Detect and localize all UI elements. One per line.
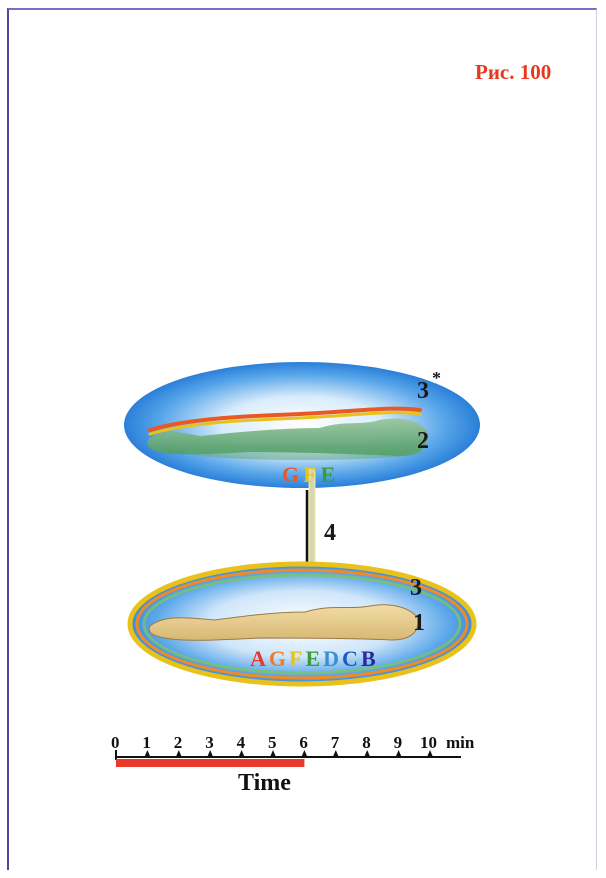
layer-letter-f: F [289, 646, 302, 671]
layer-letter-e: E [321, 462, 336, 487]
layer-letter-d: D [323, 646, 339, 671]
asterisk-mark: * [432, 368, 441, 389]
time-tick-label: 8 [362, 733, 371, 753]
time-tick-label: 2 [174, 733, 183, 753]
time-tick-label: 3 [205, 733, 214, 753]
layer-letter-c: C [342, 646, 358, 671]
layer-letter-e: E [305, 646, 320, 671]
connector-label: 4 [324, 520, 336, 547]
layer-letter-a: A [250, 646, 266, 671]
time-tick-label: 9 [394, 733, 403, 753]
time-tick-label: 10 [420, 733, 437, 753]
time-tick-label: 5 [268, 733, 277, 753]
time-tick-label: 6 [299, 733, 308, 753]
time-unit-label: min [446, 733, 474, 753]
time-scale [116, 750, 461, 767]
time-tick-label: 1 [142, 733, 151, 753]
upper-layer-2-label: 2 [417, 428, 429, 455]
upper-layer-3-label: 3 [417, 378, 429, 405]
time-axis-title: Time [238, 770, 291, 797]
layer-letter-b: B [361, 646, 376, 671]
time-tick-label: 0 [111, 733, 120, 753]
lower-layer-3-label: 3 [410, 575, 422, 602]
layer-letter-f: F [303, 462, 316, 487]
time-tick-label: 4 [237, 733, 246, 753]
layer-letter-g: G [282, 462, 299, 487]
time-tick-label: 7 [331, 733, 340, 753]
layer-letter-g: G [269, 646, 286, 671]
lower-layer-1-label: 1 [413, 610, 425, 637]
